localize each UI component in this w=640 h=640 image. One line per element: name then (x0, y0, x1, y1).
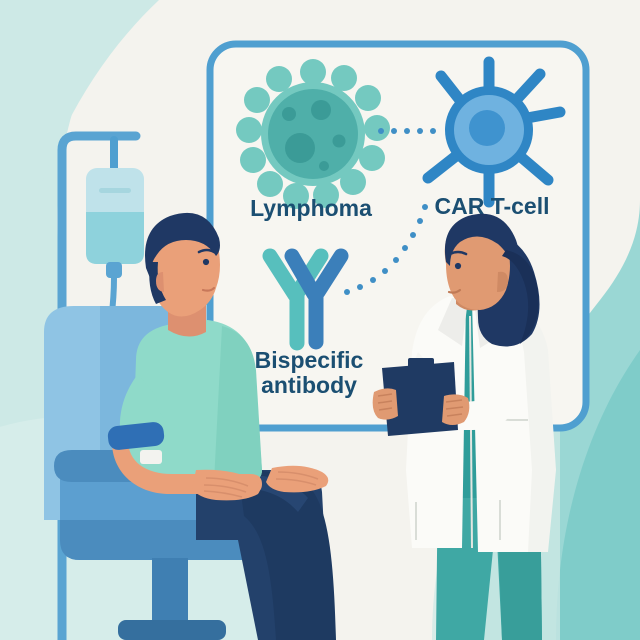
clinician-head (444, 218, 510, 310)
clinician-hand-near-fingers (445, 399, 464, 417)
label-car-t-cell: CAR T-cell (434, 193, 549, 219)
antibody-icon (262, 248, 349, 351)
clinician-clipboard (382, 358, 458, 436)
lymphoma-cell-icon (236, 59, 390, 209)
iv-pole (57, 131, 141, 640)
lymphoma-granules (282, 100, 346, 171)
patient-hand-left-fingers (203, 477, 249, 498)
label-bispecific-antibody-line2: antibody (261, 372, 357, 398)
connector-lymphoma-to-tcell (378, 128, 436, 134)
patient-shirt-shade (214, 326, 262, 482)
patient-mouth (201, 286, 216, 292)
car-t-cell-icon (422, 56, 566, 208)
clinician-hair-front (444, 213, 521, 284)
antibody-blue-arm (284, 248, 349, 350)
background-teal-band-right-dark (556, 350, 640, 640)
label-lymphoma: Lymphoma (250, 195, 372, 221)
patient-eyebrow (197, 248, 216, 254)
clinician-hair-curl (502, 250, 539, 344)
clipboard-board (382, 362, 458, 436)
iv-bag-port (106, 262, 122, 278)
patient-hair (145, 212, 220, 278)
clinician-hand-far-fingers (377, 393, 393, 411)
patient-ear (156, 272, 164, 292)
clinician-eyebrow (448, 250, 468, 256)
clinician-figure (372, 213, 556, 640)
clinician-coat-seam (469, 315, 473, 549)
patient-eye (202, 258, 210, 266)
patient-figure (107, 212, 336, 640)
lymphoma-nucleus (268, 89, 358, 179)
clinician-mouth (447, 288, 462, 294)
label-bispecific-antibody-line1: Bispecific (255, 347, 364, 373)
patient-hand-right-fingers (275, 471, 319, 486)
patient-head (152, 223, 220, 317)
clipboard-clip (408, 358, 434, 368)
clinician-coat-lapel-left (438, 298, 468, 346)
chair-base (118, 620, 226, 640)
clinician-coat-right-panel (470, 298, 532, 552)
clinician-eye (454, 262, 462, 270)
patient-iv-bandage (140, 450, 162, 464)
clinician-ear (497, 271, 508, 292)
iv-bag-marker-line (99, 188, 131, 193)
patient-tourniquet-cuff (107, 422, 165, 450)
car-t-nucleus (469, 110, 505, 146)
patient-leg-front (238, 470, 336, 640)
iv-bag-fluid (86, 212, 144, 264)
background-mint-arc-topleft (0, 0, 160, 260)
clinician-hand-far (372, 388, 398, 420)
connector-antibody-to-tcell (344, 204, 428, 295)
